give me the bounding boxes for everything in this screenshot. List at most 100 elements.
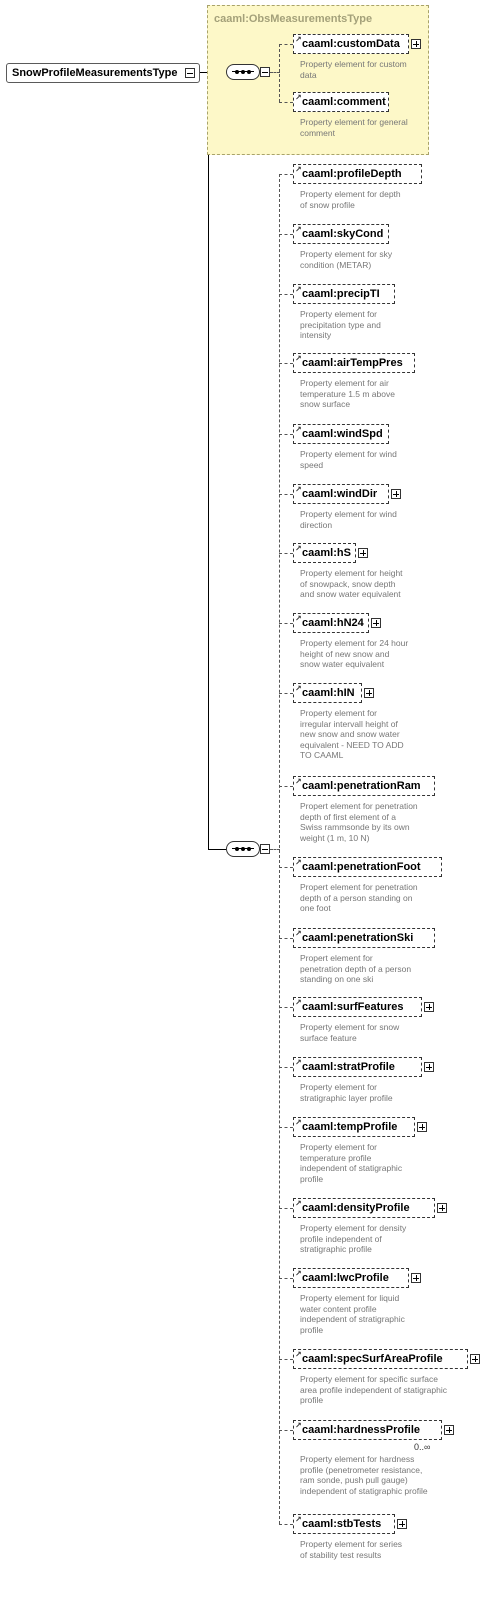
schema-element[interactable]: ↗caaml:windDir	[293, 484, 401, 504]
schema-element[interactable]: ↗caaml:stbTests	[293, 1514, 407, 1534]
reference-arrow-icon: ↗	[295, 485, 302, 494]
description-line: of stability test results	[300, 1549, 382, 1560]
schema-element[interactable]: ↗caaml:stratProfile	[293, 1057, 434, 1077]
sequence-icon	[232, 847, 254, 851]
expand-icon[interactable]	[424, 1002, 434, 1012]
description-line: of snow profile	[300, 199, 355, 210]
expand-icon[interactable]	[364, 688, 374, 698]
description-line: Property element for	[300, 1142, 378, 1152]
branch-vertical-line	[208, 72, 209, 850]
description-line: Property element for snow	[300, 1022, 400, 1032]
reference-arrow-icon: ↗	[295, 1269, 302, 1278]
reference-arrow-icon: ↗	[295, 1199, 302, 1208]
expand-icon[interactable]	[411, 39, 421, 49]
expand-icon[interactable]	[417, 1122, 427, 1132]
description-line: comment	[300, 127, 335, 138]
description-line: Property element for general	[300, 117, 408, 127]
collapse-icon[interactable]	[185, 68, 195, 78]
reference-arrow-icon: ↗	[295, 165, 302, 174]
schema-element-label: caaml:precipTI	[302, 288, 380, 300]
schema-element-label: caaml:airTempPres	[302, 357, 403, 369]
element-connector	[279, 434, 293, 435]
element-connector	[279, 553, 293, 554]
description-line: ram sonde, push pull gauge)	[300, 1475, 408, 1486]
schema-element[interactable]: ↗caaml:customData	[293, 34, 421, 54]
sequence-compositor-main	[226, 841, 260, 857]
expand-icon[interactable]	[358, 548, 368, 558]
schema-element-label: caaml:tempProfile	[302, 1121, 398, 1133]
schema-element[interactable]: ↗caaml:profileDepth	[293, 164, 422, 184]
schema-element[interactable]: ↗caaml:skyCond	[293, 224, 389, 244]
reference-arrow-icon: ↗	[295, 614, 302, 623]
schema-element[interactable]: ↗caaml:penetrationSki	[293, 928, 435, 948]
sequence-stem-line	[270, 849, 280, 850]
schema-element[interactable]: ↗caaml:densityProfile	[293, 1198, 447, 1218]
schema-element[interactable]: ↗caaml:precipTI	[293, 284, 395, 304]
description-line: Property element for wind	[300, 449, 397, 459]
schema-element-label: caaml:penetrationFoot	[302, 861, 421, 873]
root-element[interactable]: SnowProfileMeasurementsType	[6, 63, 200, 83]
schema-element[interactable]: ↗caaml:hIN	[293, 683, 374, 703]
description-line: penetration depth of a person	[300, 963, 412, 974]
description-line: snow water equivalent	[300, 659, 385, 670]
schema-element-label: caaml:hS	[302, 547, 351, 559]
schema-element[interactable]: ↗caaml:airTempPres	[293, 353, 415, 373]
schema-element[interactable]: ↗caaml:lwcProfile	[293, 1268, 421, 1288]
expand-icon[interactable]	[437, 1203, 447, 1213]
description-line: new snow and snow water	[300, 729, 400, 740]
expand-icon[interactable]	[444, 1425, 454, 1435]
schema-element[interactable]: ↗caaml:hN24	[293, 613, 381, 633]
schema-element-label: caaml:hN24	[302, 617, 364, 629]
description-line: Swiss rammsonde by its own	[300, 822, 410, 833]
description-line: Property element for depth	[300, 189, 401, 199]
description-line: Property element for 24 hour	[300, 638, 409, 648]
schema-element[interactable]: ↗caaml:comment	[293, 92, 389, 112]
description-line: Propert element for penetration	[300, 801, 418, 811]
collapse-icon[interactable]	[260, 844, 270, 854]
schema-element[interactable]: ↗caaml:hardnessProfile	[293, 1420, 454, 1440]
cardinality-label: 0..∞	[414, 1442, 431, 1452]
reference-arrow-icon: ↗	[295, 425, 302, 434]
schema-element[interactable]: ↗caaml:windSpd	[293, 424, 389, 444]
schema-element[interactable]: ↗caaml:surfFeatures	[293, 997, 434, 1017]
description-line: temperature 1.5 m above	[300, 388, 395, 399]
expand-icon[interactable]	[371, 618, 381, 628]
schema-element[interactable]: ↗caaml:tempProfile	[293, 1117, 427, 1137]
element-connector	[279, 174, 293, 175]
expand-icon[interactable]	[470, 1354, 480, 1364]
description-line: equivalent - NEED TO ADD	[300, 739, 404, 750]
expand-icon[interactable]	[424, 1062, 434, 1072]
schema-element[interactable]: ↗caaml:hS	[293, 543, 368, 563]
description-line: Property element for air	[300, 378, 389, 388]
description-line: condition (METAR)	[300, 259, 372, 270]
description-line: independent of statigraphic profile	[300, 1485, 428, 1496]
description-line: independent of statigraphic	[300, 1163, 403, 1174]
reference-arrow-icon: ↗	[295, 858, 302, 867]
element-connector	[279, 786, 293, 787]
schema-element[interactable]: ↗caaml:specSurfAreaProfile	[293, 1349, 480, 1369]
group-title: caaml:ObsMeasurementsType	[214, 13, 373, 25]
schema-element-label: caaml:hIN	[302, 687, 355, 699]
schema-element[interactable]: ↗caaml:penetrationFoot	[293, 857, 442, 877]
reference-arrow-icon: ↗	[295, 1118, 302, 1127]
schema-element[interactable]: ↗caaml:penetrationRam	[293, 776, 435, 796]
description-line: height of new snow and	[300, 648, 390, 659]
element-connector	[279, 494, 293, 495]
expand-icon[interactable]	[411, 1273, 421, 1283]
collapse-icon[interactable]	[260, 67, 270, 77]
expand-icon[interactable]	[397, 1519, 407, 1529]
group-branch-line	[279, 44, 280, 102]
schema-element-label: caaml:penetrationRam	[302, 780, 421, 792]
description-line: of snowpack, snow depth	[300, 578, 396, 589]
description-line: intensity	[300, 330, 332, 341]
expand-icon[interactable]	[391, 489, 401, 499]
